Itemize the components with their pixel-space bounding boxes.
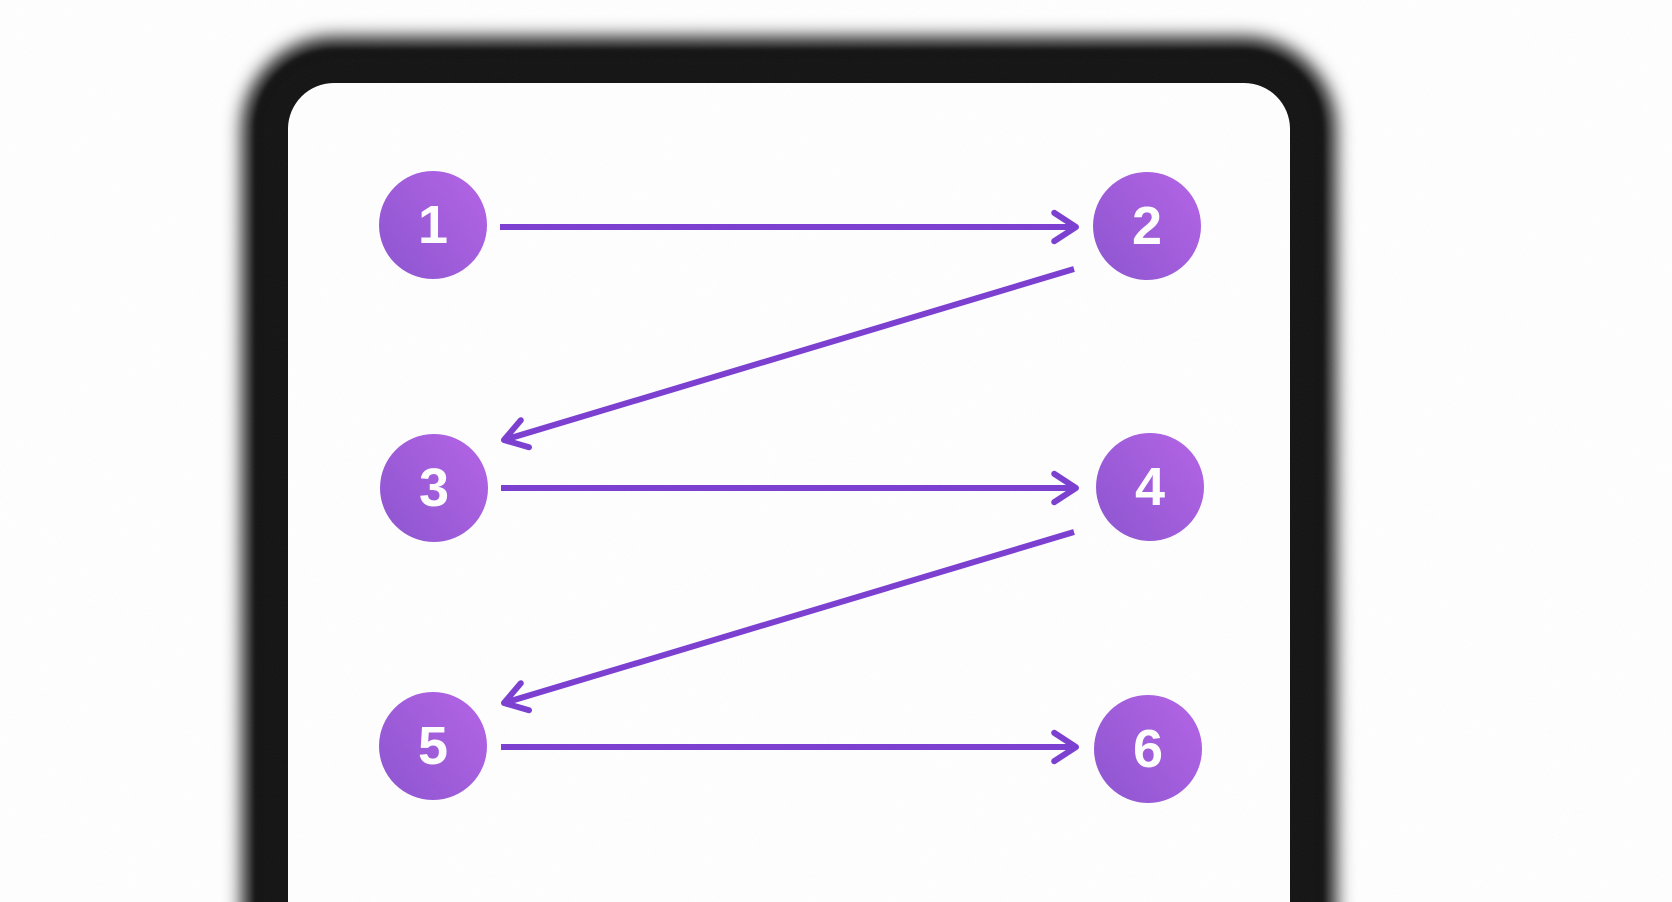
step-node-6: 6 <box>1094 695 1202 803</box>
step-node-2: 2 <box>1093 172 1201 280</box>
step-number-label: 6 <box>1132 719 1164 779</box>
arrow-3-to-4 <box>501 470 1079 506</box>
step-number-label: 4 <box>1134 457 1166 517</box>
step-number-label: 5 <box>417 716 449 776</box>
step-node-1: 1 <box>379 171 487 279</box>
arrow-5-to-6 <box>501 729 1079 765</box>
step-number-label: 3 <box>418 458 450 518</box>
arrow-4-to-5 <box>501 529 1075 714</box>
arrow-2-to-3 <box>501 266 1075 451</box>
step-node-3: 3 <box>380 434 488 542</box>
arrow-1-to-2 <box>500 209 1079 245</box>
step-node-5: 5 <box>379 692 487 800</box>
step-node-4: 4 <box>1096 433 1204 541</box>
step-number-label: 1 <box>417 195 449 255</box>
rounded-card: 1 2 3 4 5 6 <box>288 83 1290 902</box>
step-number-label: 2 <box>1131 196 1163 256</box>
